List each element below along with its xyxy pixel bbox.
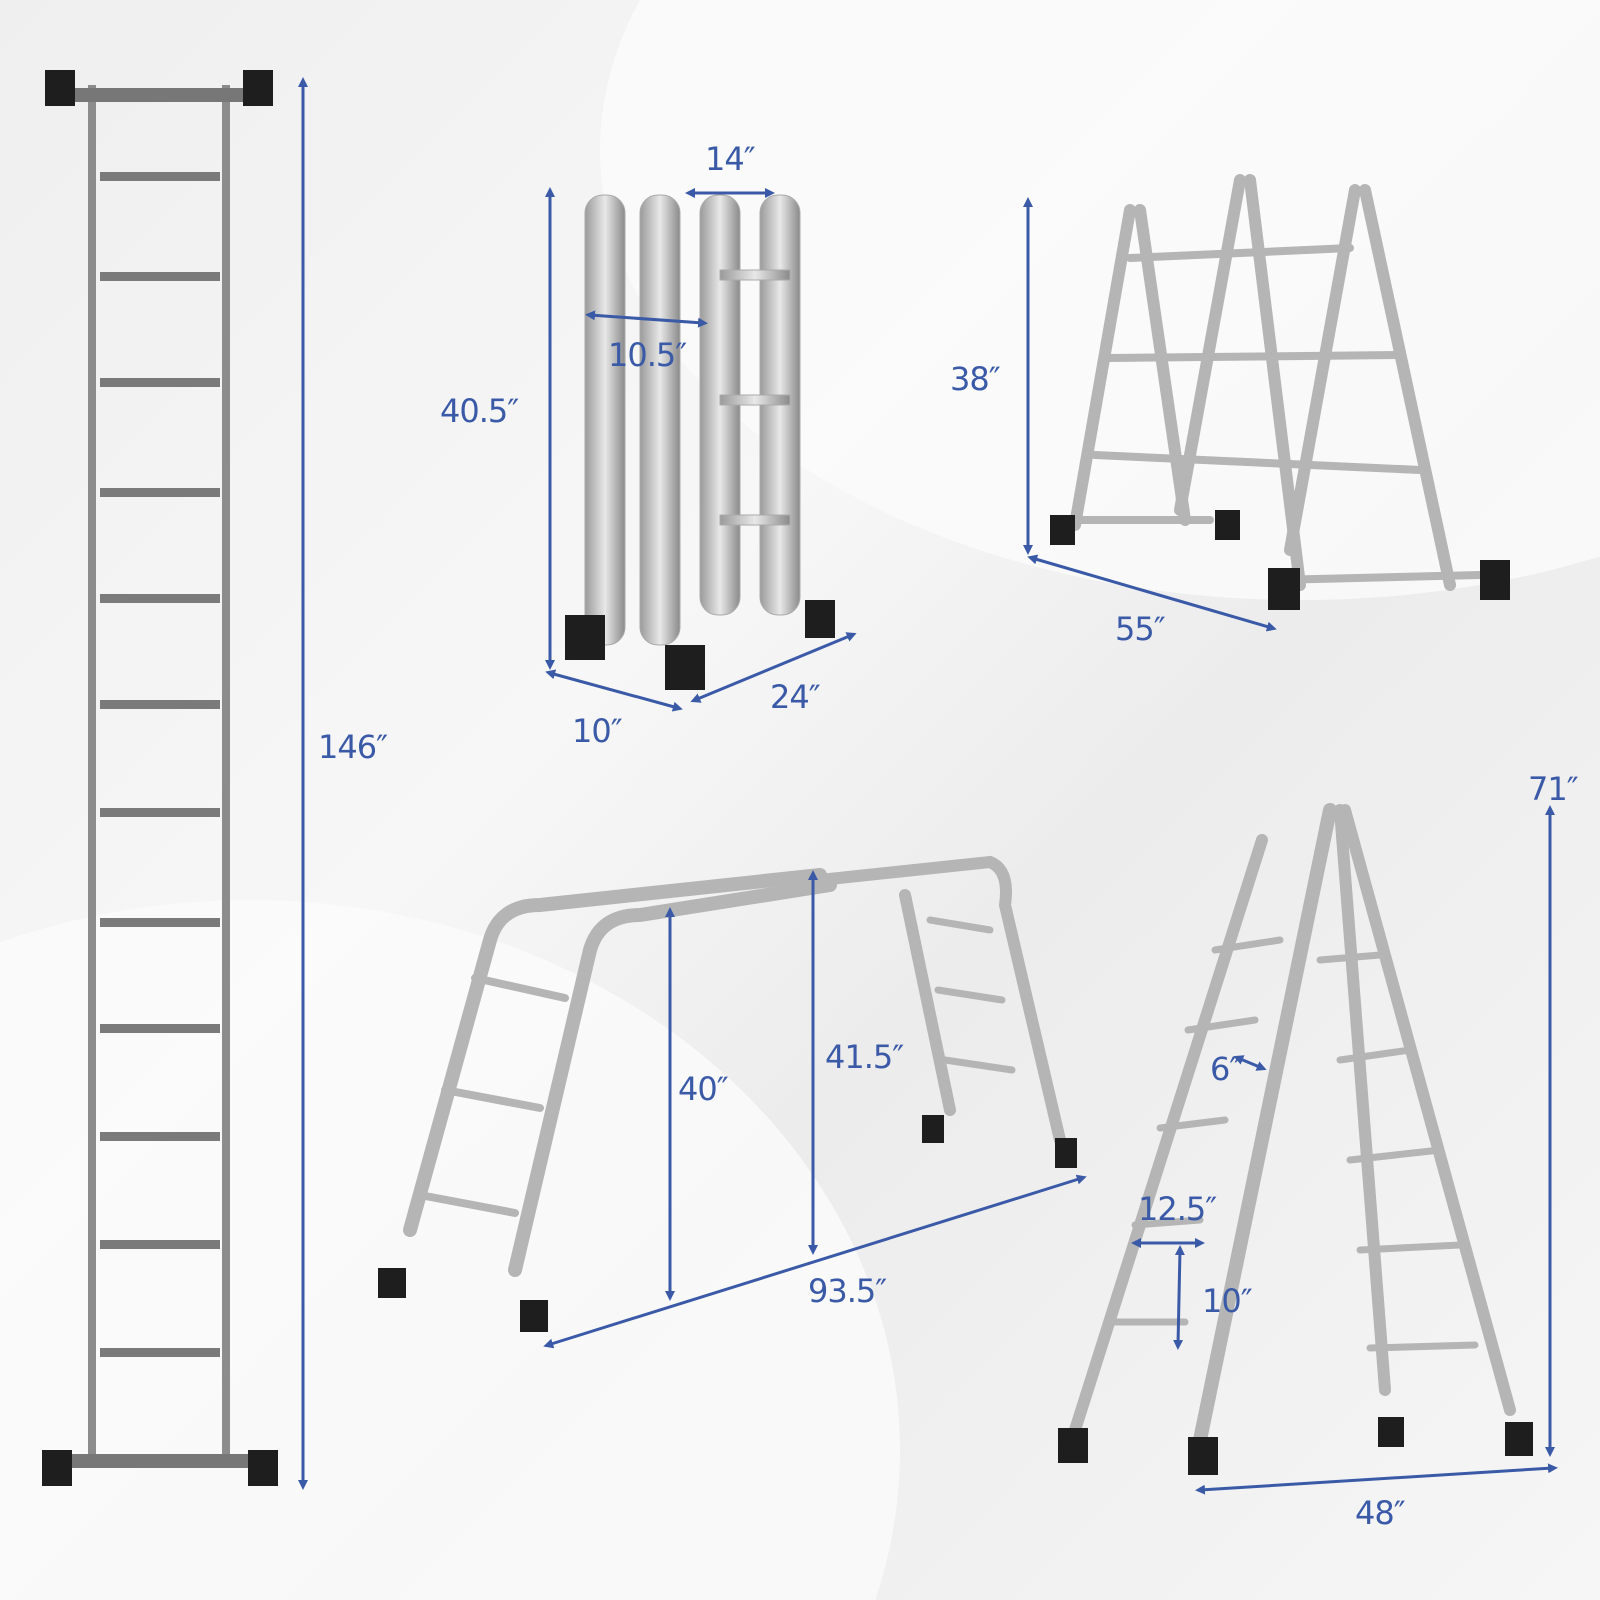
- label-folded-height: 40.5″: [440, 392, 519, 430]
- a-frame-ladder: [1069, 803, 1516, 1447]
- dimension-arrow-24: [690, 632, 857, 703]
- dimension-arrow-10: [545, 669, 683, 712]
- double-ladder-feet: [1050, 510, 1510, 610]
- label-scaffold-height-b: 41.5″: [825, 1038, 904, 1076]
- scaffold-ladder: [403, 855, 1066, 1277]
- label-a-frame-rung-width: 12.5″: [1138, 1190, 1217, 1228]
- label-double-height: 38″: [950, 360, 1001, 398]
- straight-ladder: [42, 70, 278, 1486]
- scaffold-feet: [378, 1115, 1077, 1332]
- dimension-arrow-6: [1233, 1055, 1267, 1071]
- dimension-arrow-10-rung: [1173, 1245, 1185, 1350]
- label-folded-width: 24″: [770, 678, 821, 716]
- double-ladder: [1069, 174, 1484, 591]
- label-scaffold-height-a: 40″: [678, 1070, 729, 1108]
- label-folded-depth: 10″: [572, 712, 623, 750]
- dimension-arrow-48: [1195, 1463, 1558, 1495]
- dimension-arrow-55: [1027, 554, 1277, 632]
- label-double-length: 55″: [1115, 610, 1166, 648]
- label-straight-height: 146″: [318, 728, 388, 766]
- label-folded-top-width: 14″: [705, 140, 756, 178]
- label-folded-mid-width: 10.5″: [608, 336, 687, 374]
- label-a-frame-base-width: 48″: [1355, 1494, 1406, 1532]
- label-scaffold-length: 93.5″: [808, 1272, 887, 1310]
- folded-ladder: [565, 194, 835, 690]
- label-a-frame-rung-spacing: 10″: [1202, 1282, 1253, 1320]
- label-a-frame-hinge-gap: 6″: [1210, 1050, 1241, 1088]
- dimension-arrow-10-5: [585, 310, 708, 328]
- label-a-frame-height: 71″: [1528, 770, 1579, 808]
- a-frame-feet: [1058, 1417, 1533, 1475]
- dimension-arrow-93-5: [543, 1174, 1087, 1349]
